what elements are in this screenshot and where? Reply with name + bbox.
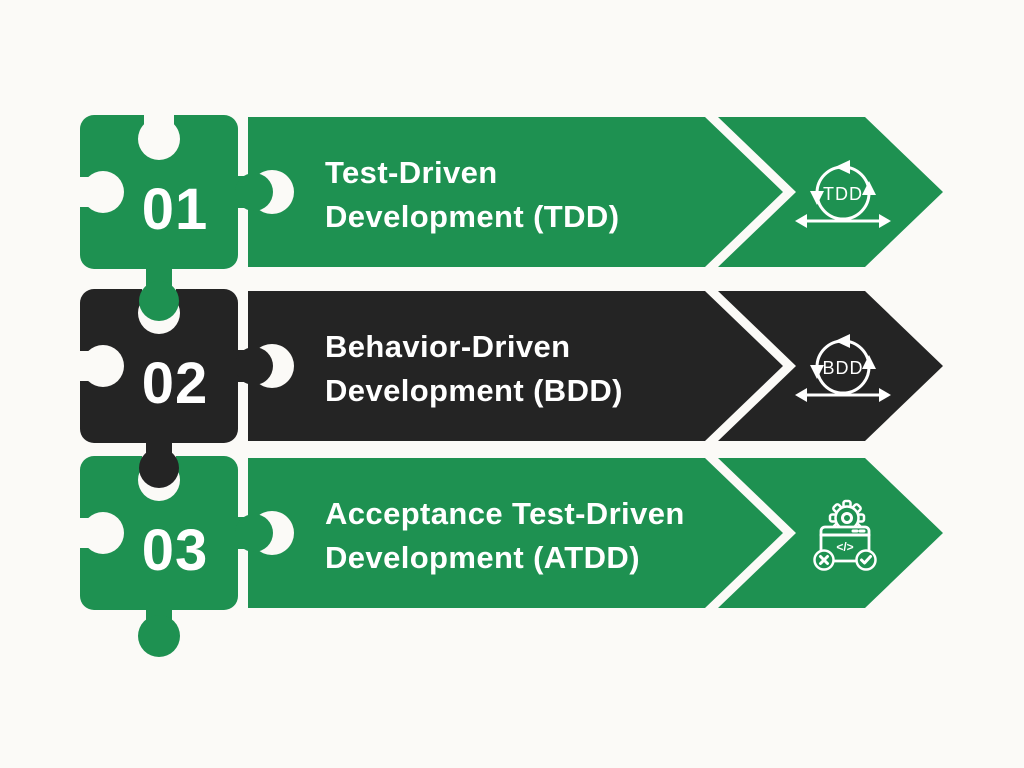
puzzle-piece-1	[79, 114, 238, 269]
bdd-icon-label: BDD	[822, 358, 863, 378]
row-1-title: Test-Driven Development (TDD)	[325, 151, 619, 239]
step-number-2: 02	[141, 351, 209, 416]
tdd-icon-label: TDD	[823, 184, 863, 204]
title-line-1: Behavior-Driven	[325, 329, 571, 364]
row-3-title: Acceptance Test-Driven Development (ATDD…	[325, 492, 685, 580]
banner-chevron	[718, 291, 943, 441]
timeline-arrowhead-left	[795, 214, 807, 228]
title-line-2: Development (TDD)	[325, 199, 620, 234]
step-number-3: 03	[141, 518, 209, 583]
banner-body	[248, 117, 783, 267]
row-2-title: Behavior-Driven Development (BDD)	[325, 325, 623, 413]
row-1-banner	[248, 117, 943, 267]
banner-body	[248, 291, 783, 441]
timeline-arrowhead-right	[879, 388, 891, 402]
agile-cycle-tdd-icon: TDD	[795, 160, 891, 228]
code-icon-label: </>	[836, 540, 853, 554]
puzzle-knobs	[138, 173, 273, 657]
title-line-2: Development (ATDD)	[325, 540, 640, 575]
cycle-arrowhead-right	[862, 181, 876, 195]
cycle-arrowhead-top	[835, 334, 850, 348]
title-line-1: Acceptance Test-Driven	[325, 496, 685, 531]
timeline-arrowhead-left	[795, 388, 807, 402]
puzzle-piece-3	[79, 455, 238, 610]
banner-body	[248, 458, 783, 608]
row-2-banner	[248, 291, 943, 441]
cycle-arrowhead-left	[810, 365, 824, 379]
cycle-arrowhead-top	[835, 160, 850, 174]
cycle-arrowhead-right	[862, 355, 876, 369]
step-number-1: 01	[141, 177, 209, 242]
automated-test-window-icon: </>	[813, 499, 877, 571]
cycle-arrowhead-left	[810, 191, 824, 205]
timeline-arrowhead-right	[879, 214, 891, 228]
title-line-1: Test-Driven	[325, 155, 498, 190]
banner-chevron	[718, 117, 943, 267]
title-line-2: Development (BDD)	[325, 373, 623, 408]
agile-cycle-bdd-icon: BDD	[795, 334, 891, 402]
